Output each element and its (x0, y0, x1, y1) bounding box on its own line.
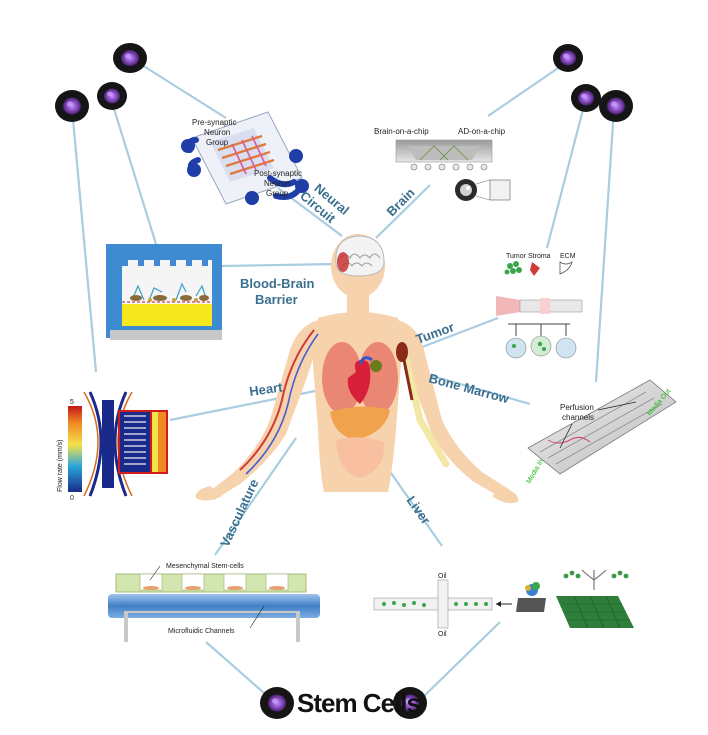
vasc-chip-bottom: Microfluidic Channels (168, 628, 235, 635)
human-body (195, 234, 519, 504)
brain-chip-left: Brain-on-a-chip (374, 127, 429, 136)
tumor-chip-stroma: Stroma (528, 253, 551, 260)
stem-cell (599, 90, 633, 122)
vasculature-chip: Mesenchymal Stem-cells Microfluidic Chan… (108, 563, 320, 642)
bone-chip-perfusion-1: Perfusion (560, 403, 594, 412)
neural-post-2: Neuron (264, 179, 290, 188)
bone-chip-inlet: Media In (526, 458, 546, 485)
neural-pre-3: Group (206, 138, 229, 147)
neural-post-3: Group (266, 189, 289, 198)
heart-chip-tick-low: 0 (70, 495, 74, 502)
tumor-chip-tumor: Tumor (506, 253, 527, 260)
neural-pre-2: Neuron (204, 128, 230, 137)
heart-chip-axis: Flow rate (mm/s) (57, 440, 64, 493)
neural-circuit-chip: Pre-synaptic Neuron Group Post-synaptic … (181, 111, 309, 205)
label-heart: Heart (248, 379, 284, 399)
bbb-chip (106, 244, 222, 340)
neural-post-1: Post-synaptic (254, 169, 302, 178)
tumor-chip-ecm: ECM (560, 253, 576, 260)
label-bbb-1: Blood-Brain (240, 276, 314, 291)
label-liver: Liver (404, 493, 434, 527)
stem-cell (571, 84, 601, 112)
bone-marrow-chip: Perfusion channels Media Out Media In (526, 379, 677, 485)
tumor-chip: Tumor Stroma ECM (496, 253, 583, 359)
connector-lines (70, 59, 616, 701)
stem-cell (553, 44, 583, 72)
stem-cell (97, 82, 127, 110)
vasc-chip-top: Mesenchymal Stem-cells (166, 563, 244, 570)
label-bone-marrow: Bone Marrow (427, 370, 511, 406)
bone-chip-perfusion-2: channels (562, 413, 594, 422)
heart-chip-tick-high: 5 (70, 399, 74, 406)
stem-cell (393, 687, 427, 719)
brain-chip-right: AD-on-a-chip (458, 127, 506, 136)
stem-cells-title: Stem Cells (297, 688, 420, 718)
stem-cells (55, 43, 633, 719)
stem-cell (260, 687, 294, 719)
brain-chip: Brain-on-a-chip AD-on-a-chip (374, 127, 511, 201)
heart-chip: Flow rate (mm/s) 0 5 (57, 391, 168, 502)
liver-chip-oil-bottom: Oil (438, 631, 447, 638)
stem-cell (55, 90, 89, 122)
label-bbb-2: Barrier (255, 292, 298, 307)
neural-pre-1: Pre-synaptic (192, 118, 236, 127)
liver-chip: Oil Oil (373, 569, 634, 638)
stem-cell (113, 43, 147, 73)
liver-chip-oil-top: Oil (438, 573, 447, 580)
